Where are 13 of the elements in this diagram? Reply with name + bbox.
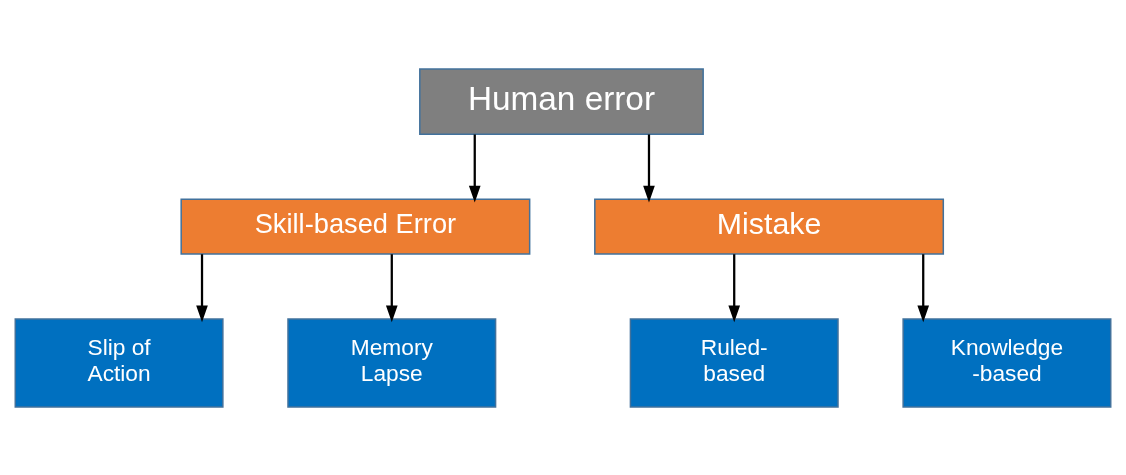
arrow (196, 253, 208, 322)
node-box: Slip of Action (14, 317, 224, 408)
arrow (728, 253, 741, 322)
node-box: Knowledge -based (902, 317, 1112, 408)
arrow (468, 134, 481, 203)
arrow (643, 134, 655, 203)
node-box: Mistake (594, 198, 945, 255)
node-box: Ruled- based (629, 317, 839, 408)
node-box: Memory Lapse (287, 317, 497, 408)
arrow (385, 253, 398, 322)
node-box: Human error (419, 67, 704, 135)
arrow (917, 253, 930, 322)
node-box: Skill-based Error (180, 198, 531, 255)
